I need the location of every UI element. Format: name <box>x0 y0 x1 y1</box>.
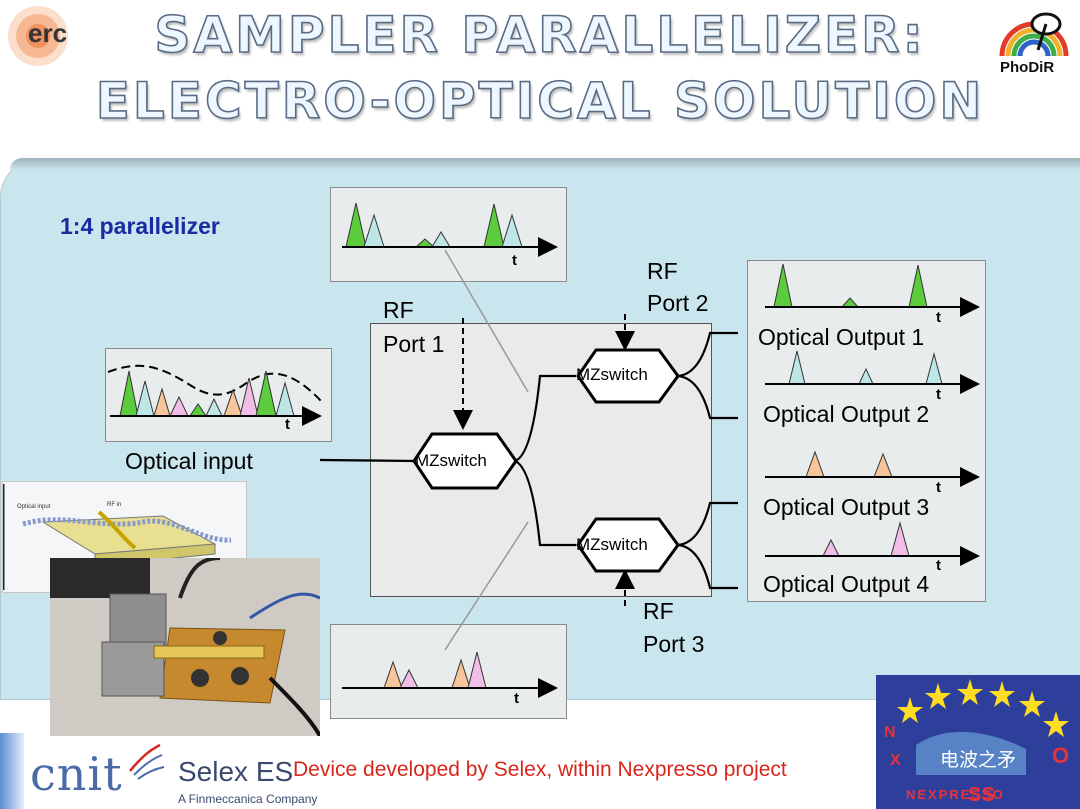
svg-text:SS: SS <box>968 784 995 806</box>
nexpresso-letters: NEXPRESSO <box>906 787 1005 802</box>
time-label-out3: t <box>936 479 941 496</box>
rf-port-1-label-line1: RF <box>383 297 414 323</box>
device-photo-drawing <box>50 558 320 736</box>
title-line2: ELECTRO-OPTICAL SOLUTION <box>95 71 985 131</box>
input-waveform <box>107 364 323 426</box>
time-label-out4: t <box>936 557 941 574</box>
chip-inset-rf-in: RF in <box>107 502 122 508</box>
time-label-top: t <box>512 252 517 269</box>
title-line1: SAMPLER PARALLELIZER: <box>154 5 926 65</box>
top-callout-line <box>444 249 529 393</box>
top-waveform <box>342 202 558 257</box>
output-1-waveform <box>765 263 980 317</box>
rf-port-3-label-line1: RF <box>643 598 674 624</box>
rf-port-1-label-line2: Port 1 <box>383 331 445 357</box>
time-label-out2: t <box>936 386 941 403</box>
output-2-waveform <box>765 350 980 394</box>
mzswitch-1-label: MZswitch <box>415 451 487 470</box>
device-photo <box>50 558 320 736</box>
optical-input-label: Optical input <box>125 448 253 474</box>
rf-port-2-label-line2: Port 2 <box>647 290 709 316</box>
footer-caption: Device developed by Selex, within Nexpre… <box>293 758 787 781</box>
selex-subtitle: A Finmeccanica Company <box>178 792 318 806</box>
mzswitch-1-shape <box>412 432 518 490</box>
bottom-callout-line <box>444 521 529 651</box>
time-label-input: t <box>285 416 290 433</box>
cnit-waves-icon <box>129 743 165 780</box>
chip-inset-optical-input: Optical input <box>17 504 51 510</box>
mzswitch-2-shape <box>576 348 680 404</box>
bottom-signal-box <box>330 624 567 719</box>
nexpresso-stars-icon: N X O SS <box>884 679 1069 806</box>
routing-lines <box>319 331 738 590</box>
erc-text: erc <box>28 18 68 48</box>
selex-logo: Selex ES A Finmeccanica Company <box>178 750 338 808</box>
svg-text:O: O <box>1052 743 1069 768</box>
optical-output-1-label: Optical Output 1 <box>758 324 925 350</box>
subtitle: 1:4 parallelizer <box>60 213 220 239</box>
watermark-text: 电波之矛 <box>940 750 1017 771</box>
svg-text:X: X <box>890 752 901 769</box>
output-4-waveform <box>765 521 980 566</box>
erc-dots-icon <box>8 6 68 66</box>
cnit-logo: cnit <box>0 733 170 809</box>
phodir-text: PhoDiR <box>1000 59 1055 76</box>
time-label-bottom: t <box>514 690 519 707</box>
svg-text:N: N <box>884 724 896 741</box>
time-label-out1: t <box>936 309 941 326</box>
cnit-text: cnit <box>30 747 123 801</box>
mzswitch-3-label: MZswitch <box>576 535 648 554</box>
erc-logo: erc <box>0 0 85 70</box>
output-3-waveform <box>765 450 980 487</box>
content-panel-top-edge <box>10 158 1080 170</box>
mzswitch-3-shape <box>576 517 680 573</box>
optical-output-4-label: Optical Output 4 <box>763 571 930 597</box>
optical-output-3-label: Optical Output 3 <box>763 494 930 520</box>
rainbow-dish-icon <box>999 12 1069 57</box>
selex-name: Selex ES <box>178 756 294 787</box>
phodir-logo: PhoDiR <box>996 6 1072 78</box>
rf-port-2-label-line1: RF <box>647 258 678 284</box>
mzswitch-2-label: MZswitch <box>576 365 648 384</box>
bottom-waveform <box>342 651 558 698</box>
output-signal-box <box>747 260 986 602</box>
nexpresso-logo: N X O SS NEXPRESSO 电波之矛 <box>876 675 1080 809</box>
rf-port-3-label-line2: Port 3 <box>643 631 705 657</box>
optical-output-2-label: Optical Output 2 <box>763 401 930 427</box>
